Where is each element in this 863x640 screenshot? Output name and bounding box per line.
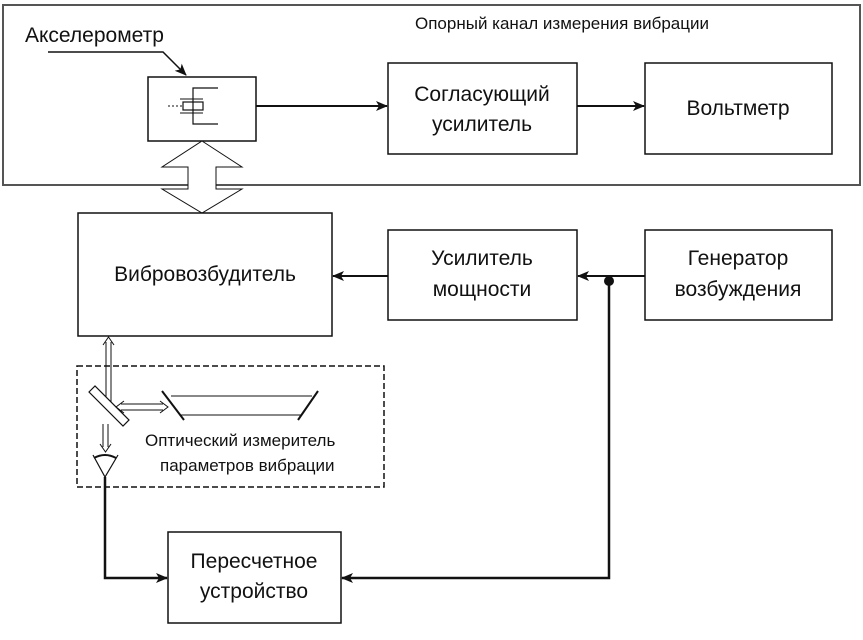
- excitation-generator-block[interactable]: Генератор возбуждения: [644, 229, 833, 321]
- laser-beam-horizontal-double-arrow: [115, 400, 169, 414]
- counter-device-label-line2: устройство: [200, 580, 308, 603]
- mechanical-coupling-double-arrow: [160, 140, 244, 214]
- generator-label-line1: Генератор: [688, 247, 789, 270]
- line-photodetector-to-counter: [103, 477, 168, 583]
- laser-beam-down-arrow: [99, 424, 112, 453]
- optical-meter-label-line2: параметров вибрации: [160, 456, 335, 475]
- optical-meter-label-line1: Оптический измеритель: [145, 431, 335, 450]
- reference-channel-title: Опорный канал измерения вибрации: [415, 14, 709, 33]
- voltmeter-block[interactable]: Вольтметр: [644, 62, 833, 155]
- vibration-exciter-label: Вибровозбудитель: [114, 263, 296, 286]
- interferometer-mirrors-icon: [161, 390, 319, 421]
- accelerometer-block[interactable]: [147, 76, 257, 142]
- optical-meter-frame: [76, 365, 385, 488]
- photodetector-icon: [92, 454, 119, 479]
- beam-splitter-mirror-icon: [88, 385, 130, 427]
- power-amplifier-label-line1: Усилитель: [431, 247, 533, 270]
- power-amplifier-label-line2: мощности: [433, 278, 532, 301]
- power-amplifier-block[interactable]: Усилитель мощности: [387, 229, 578, 321]
- matching-amplifier-block[interactable]: Согласующий усилитель: [387, 62, 578, 155]
- accelerometer-label: Акселерометр: [25, 24, 164, 47]
- counter-device-block[interactable]: Пересчетное устройство: [167, 531, 342, 624]
- voltmeter-label: Вольтметр: [686, 97, 789, 120]
- counter-device-label-line1: Пересчетное: [191, 550, 318, 573]
- laser-beam-vertical-double-arrow: [102, 336, 115, 402]
- accelerometer-leader-line: [48, 51, 187, 76]
- reference-channel-frame: [2, 4, 861, 186]
- line-generator-to-counter: [341, 281, 611, 583]
- matching-amplifier-label-line2: усилитель: [432, 113, 532, 136]
- vibration-exciter-block[interactable]: Вибровозбудитель: [77, 212, 333, 337]
- accelerometer-sensor-icon: [168, 87, 218, 125]
- matching-amplifier-label-line1: Согласующий: [414, 83, 549, 106]
- generator-label-line2: возбуждения: [675, 278, 802, 301]
